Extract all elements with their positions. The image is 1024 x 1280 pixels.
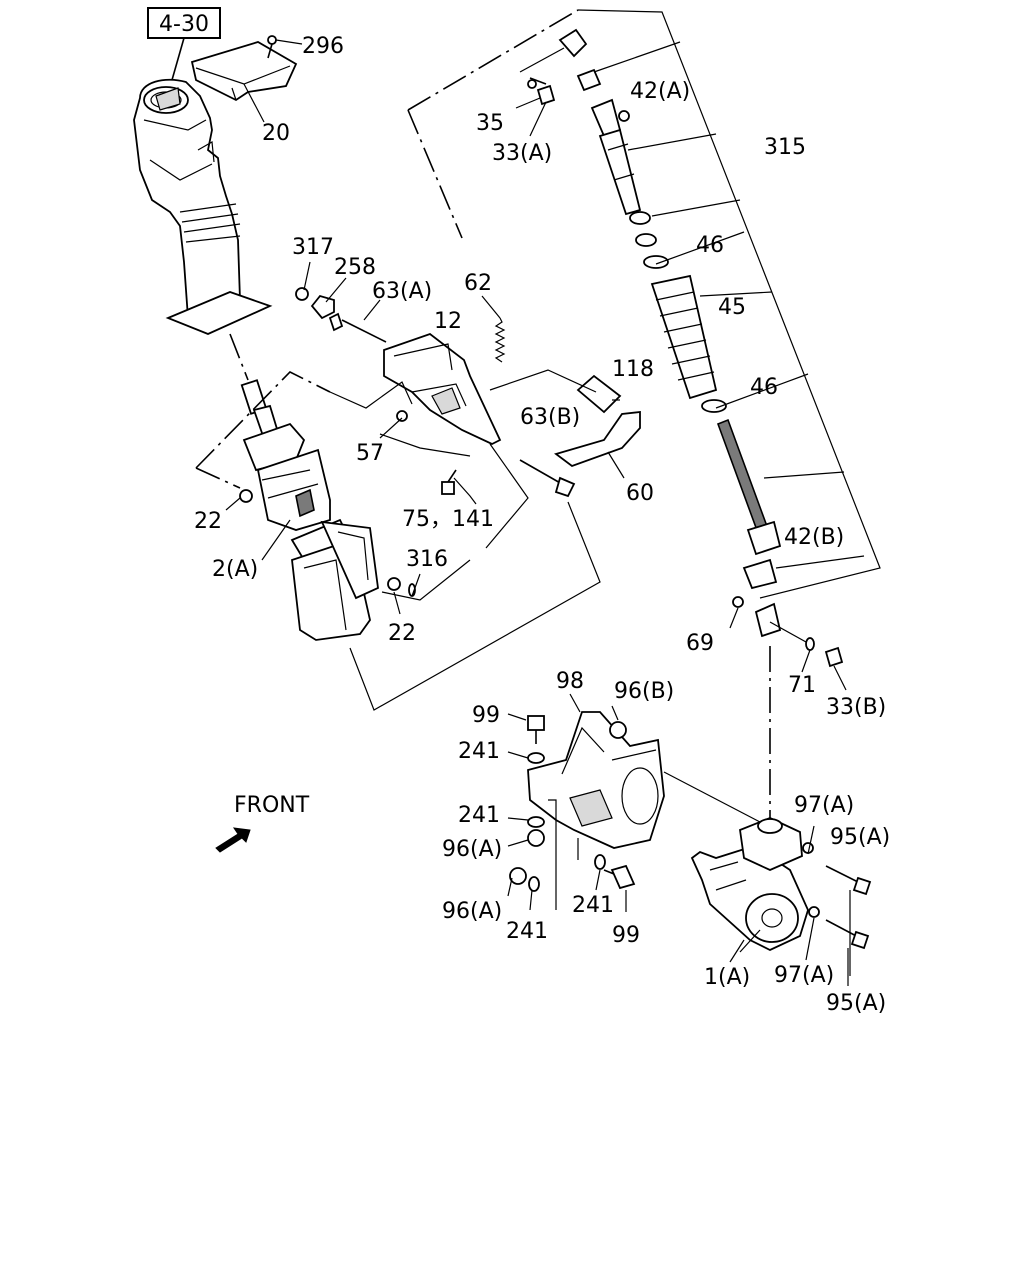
callout-96a-b[interactable]: 96(A): [442, 899, 502, 924]
bolt-99-bottom: [603, 864, 636, 890]
callout-22-bottom[interactable]: 22: [388, 621, 416, 646]
callout-95a-bottom[interactable]: 95(A): [826, 991, 886, 1016]
callout-95a-top[interactable]: 95(A): [830, 825, 890, 850]
callout-46-top[interactable]: 46: [696, 233, 724, 258]
callout-63b[interactable]: 63(B): [520, 405, 580, 430]
page-reference-label: 4-30: [159, 12, 209, 37]
callout-75-141[interactable]: 75，141: [402, 507, 494, 532]
callout-60[interactable]: 60: [626, 481, 654, 506]
washer-241-a: [527, 752, 545, 764]
callout-96a-a[interactable]: 96(A): [442, 837, 502, 862]
callout-97a-top[interactable]: 97(A): [794, 793, 854, 818]
front-label: FRONT: [234, 793, 310, 818]
steering-gear-box-1a: [690, 817, 820, 951]
shaft-assembly-315: [527, 28, 844, 668]
callout-316[interactable]: 316: [406, 547, 448, 572]
page-reference-box[interactable]: 4-30: [147, 7, 221, 39]
callout-98[interactable]: 98: [556, 669, 584, 694]
bolt-95a-top: [825, 865, 872, 896]
callout-45[interactable]: 45: [718, 295, 746, 320]
callout-99-top[interactable]: 99: [472, 703, 500, 728]
nut-57: [396, 410, 408, 422]
callout-42b[interactable]: 42(B): [784, 525, 844, 550]
washer-241-c: [528, 876, 540, 892]
callout-118[interactable]: 118: [612, 357, 654, 382]
callout-241-a[interactable]: 241: [458, 739, 500, 764]
callout-1a[interactable]: 1(A): [704, 965, 750, 990]
callout-315[interactable]: 315: [764, 135, 806, 160]
callout-20[interactable]: 20: [262, 121, 290, 146]
bolt-95a-bottom: [825, 919, 870, 950]
nut-22-left: [239, 489, 253, 503]
bolt-63b: [519, 459, 576, 498]
callout-22-left[interactable]: 22: [194, 509, 222, 534]
callout-241-d[interactable]: 241: [572, 893, 614, 918]
bracket-part-12: [383, 332, 502, 445]
callout-241-b[interactable]: 241: [458, 803, 500, 828]
callout-69[interactable]: 69: [686, 631, 714, 656]
bolt-75-141: [441, 469, 457, 495]
callout-35[interactable]: 35: [476, 111, 504, 136]
callout-62[interactable]: 62: [464, 271, 492, 296]
callout-46-mid[interactable]: 46: [750, 375, 778, 400]
steering-column-part-2a: [240, 379, 379, 641]
callout-63a[interactable]: 63(A): [372, 279, 432, 304]
lever-60: [554, 410, 641, 468]
callout-99-bottom[interactable]: 99: [612, 923, 640, 948]
column-cover-part: [133, 78, 273, 335]
front-arrow-icon: [215, 827, 251, 853]
callout-57[interactable]: 57: [356, 441, 384, 466]
nut-317: [295, 287, 309, 301]
callout-33a[interactable]: 33(A): [492, 141, 552, 166]
nut-96a-b: [509, 867, 527, 885]
callout-241-c[interactable]: 241: [506, 919, 548, 944]
upper-cover-part-20: [190, 41, 298, 102]
mounting-bracket-98: [527, 711, 665, 849]
callout-97a-bottom[interactable]: 97(A): [774, 963, 834, 988]
callout-317[interactable]: 317: [292, 235, 334, 260]
nut-258: [310, 294, 335, 320]
callout-96b[interactable]: 96(B): [614, 679, 674, 704]
bolt-63a: [328, 312, 387, 343]
callout-12[interactable]: 12: [434, 309, 462, 334]
nut-22-bottom: [387, 577, 401, 591]
washer-241-d: [594, 854, 606, 870]
callout-258[interactable]: 258: [334, 255, 376, 280]
callout-33b[interactable]: 33(B): [826, 695, 886, 720]
washer-241-b: [527, 816, 545, 828]
nut-96b: [609, 721, 627, 739]
spring-62: [494, 317, 506, 363]
nut-96a-a: [527, 829, 545, 847]
callout-2a[interactable]: 2(A): [212, 557, 258, 582]
screw-296: [267, 35, 277, 59]
spacer-118: [576, 374, 622, 414]
callout-296[interactable]: 296: [302, 34, 344, 59]
callout-42a[interactable]: 42(A): [630, 79, 690, 104]
bolt-99-top: [527, 715, 545, 744]
callout-71[interactable]: 71: [788, 673, 816, 698]
